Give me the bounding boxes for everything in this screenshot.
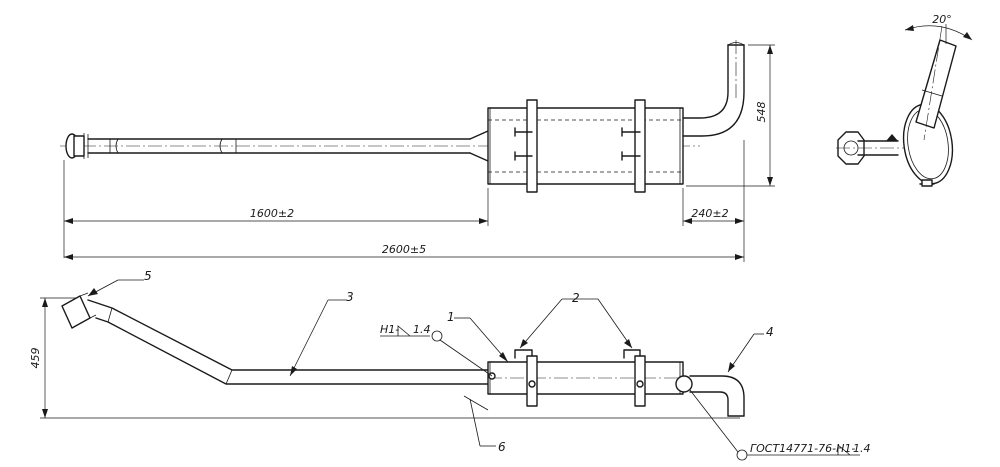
weld-point-right (675, 375, 693, 393)
top-view: 548 1600±2 240±2 2600±5 (60, 40, 775, 262)
callout-3: 3 (289, 290, 354, 377)
callout-5-number: 5 (144, 269, 152, 283)
callout-1-number: 1 (447, 310, 455, 324)
inlet-flange-front (61, 292, 97, 329)
end-view: 20° (836, 13, 973, 187)
dim-240-label: 240±2 (691, 207, 728, 220)
hanger-right-upper (621, 127, 641, 137)
muffler-top (487, 99, 684, 193)
hanger-left-front (514, 349, 533, 359)
callout-4: 4 (727, 325, 774, 373)
callout-6: 6 (463, 395, 506, 454)
callout-4-number: 4 (766, 325, 774, 339)
inlet-flange-end (836, 131, 908, 165)
dim-1600-label: 1600±2 (250, 207, 294, 220)
tailpipe-top (682, 40, 745, 137)
muffler-end (902, 103, 954, 187)
dim-1600: 1600±2 (63, 160, 489, 258)
callout-1: 1 (447, 310, 509, 363)
weld-left-size: 1.4 (413, 323, 431, 336)
hanger-right-front (623, 349, 641, 359)
weld-right-code: ГОСТ14771-76-H1- (750, 442, 855, 455)
clamp-right-top (634, 99, 646, 193)
front-view: 459 (29, 269, 871, 461)
dim-548: 548 (686, 44, 775, 187)
dim-240: 240±2 (682, 140, 745, 226)
dim-angle: 20° (904, 13, 973, 44)
weld-left-code: H1- (380, 323, 399, 336)
callout-2: 2 (519, 291, 633, 349)
callout-5: 5 (87, 269, 152, 297)
dim-459-label: 459 (29, 348, 42, 369)
callout-2-number: 2 (572, 291, 580, 305)
weld-right-size: 1.4 (853, 442, 871, 455)
muffler-front (487, 349, 684, 407)
weld-symbol-left: H1- 1.4 (380, 323, 493, 377)
callout-3-number: 3 (346, 290, 354, 304)
inlet-pipe-top (87, 130, 489, 162)
inlet-pipe-front (87, 299, 489, 385)
inlet-flange-top (65, 133, 89, 159)
tailpipe-front (675, 375, 745, 417)
dim-2600-label: 2600±5 (382, 243, 426, 256)
tailpipe-end (915, 25, 957, 141)
dim-angle-label: 20° (932, 13, 952, 26)
clamp-left-top (526, 99, 538, 193)
hanger-left-lower (514, 151, 533, 161)
dim-459: 459 (29, 297, 740, 419)
hanger-left-upper (514, 127, 533, 137)
dim-548-label: 548 (755, 102, 768, 123)
weld-symbol-right: ГОСТ14771-76-H1- 1.4 (689, 389, 871, 461)
dim-2600: 2600±5 (64, 226, 745, 262)
hanger-right-lower (621, 151, 641, 161)
callout-6-number: 6 (498, 440, 506, 454)
